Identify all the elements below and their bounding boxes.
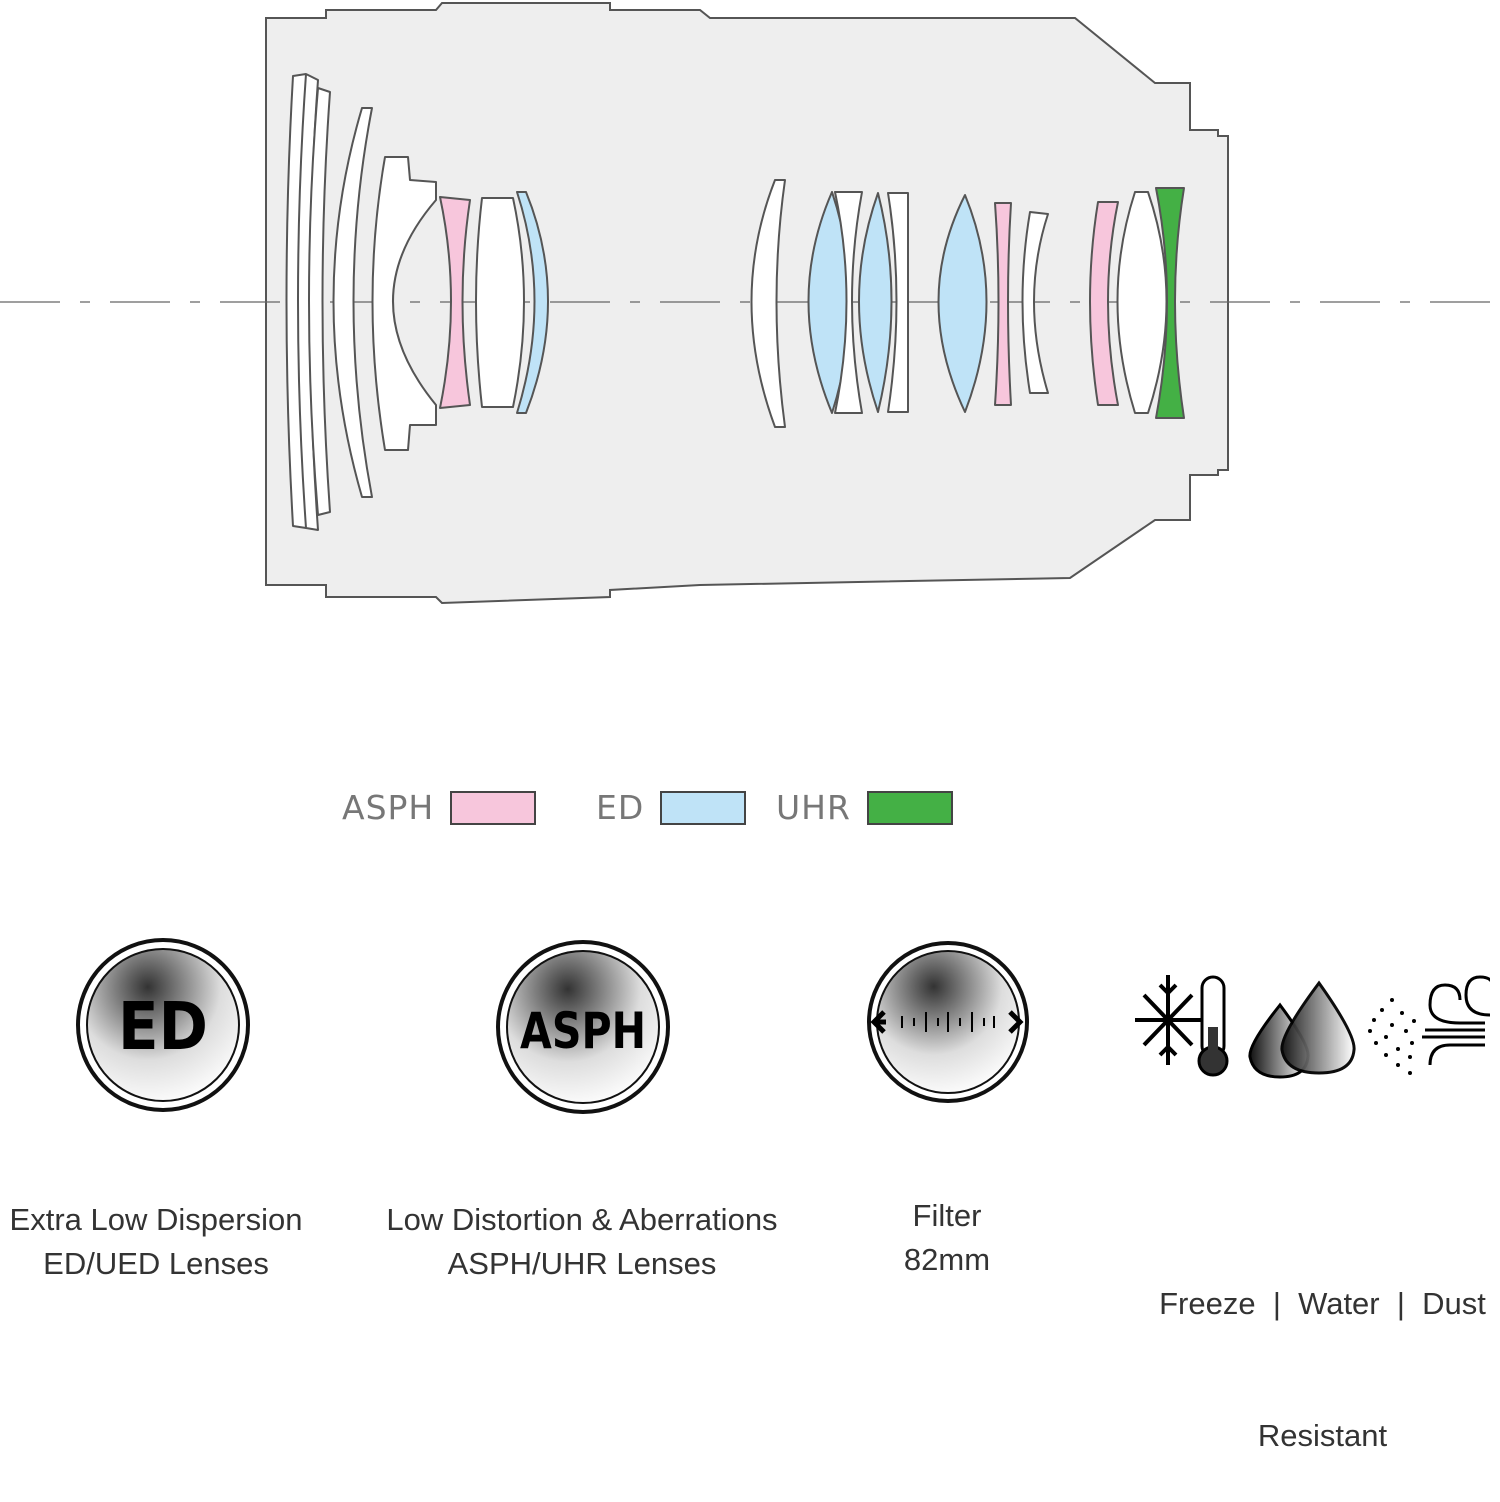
lens-element-7 bbox=[834, 191, 863, 414]
lens-element-4 bbox=[371, 156, 437, 451]
feature-line: Low Distortion & Aberrations bbox=[386, 1202, 778, 1237]
asph-badge-text: ASPH bbox=[520, 1002, 646, 1060]
feature-line: Resistant bbox=[1257, 1418, 1388, 1453]
dust-particles-icon bbox=[1368, 998, 1416, 1075]
weather-resistance-icons bbox=[1135, 975, 1490, 1079]
lens-element-ed-1 bbox=[516, 191, 549, 414]
lens-element-8 bbox=[887, 192, 909, 413]
feature-line: ASPH/UHR Lenses bbox=[447, 1246, 717, 1281]
feature-ed-lenses: Extra Low Dispersion ED/UED Lenses bbox=[0, 1198, 312, 1286]
legend-label: ED bbox=[596, 788, 645, 827]
lens-element-asph-2 bbox=[994, 202, 1012, 406]
legend-swatch-uhr bbox=[866, 790, 953, 825]
lens-element-ed-4 bbox=[937, 194, 988, 413]
lens-element-asph-3 bbox=[1089, 201, 1119, 406]
water-drop-icon bbox=[1280, 980, 1356, 1075]
lens-element-3 bbox=[332, 107, 373, 498]
feature-weather-resistant: Freeze | Water | Dust Resistant bbox=[1150, 1194, 1495, 1502]
legend-swatch-ed bbox=[660, 790, 747, 825]
feature-line: 82mm bbox=[903, 1242, 991, 1277]
lens-element-uhr bbox=[1155, 187, 1185, 419]
lens-element-9 bbox=[1021, 211, 1049, 394]
legend-swatch-asph bbox=[450, 790, 537, 825]
wind-icon bbox=[1422, 975, 1490, 1066]
legend-asph: ASPH bbox=[342, 788, 537, 827]
lens-element-10 bbox=[1116, 191, 1168, 414]
lens-element-2 bbox=[308, 87, 331, 516]
feature-line: Extra Low Dispersion bbox=[9, 1202, 303, 1237]
lens-element-6 bbox=[750, 179, 786, 428]
feature-line: Filter bbox=[912, 1198, 982, 1233]
feature-line: Freeze | Water | Dust bbox=[1159, 1286, 1486, 1321]
legend-uhr: UHR bbox=[776, 788, 953, 827]
filter-size-icon bbox=[867, 941, 1029, 1103]
lens-barrel bbox=[265, 2, 1229, 605]
ed-lens-icon: ED bbox=[76, 938, 250, 1112]
feature-asph-lenses: Low Distortion & Aberrations ASPH/UHR Le… bbox=[362, 1198, 802, 1286]
thermometer-icon bbox=[1197, 975, 1229, 1077]
legend-ed: ED bbox=[596, 788, 747, 827]
legend-label: UHR bbox=[776, 788, 851, 827]
feature-filter: Filter 82mm bbox=[847, 1194, 1047, 1282]
lens-cross-section-diagram bbox=[0, 2, 1500, 605]
asph-lens-icon: ASPH bbox=[496, 940, 670, 1114]
lens-element-asph-1 bbox=[439, 196, 471, 409]
ed-badge-text: ED bbox=[118, 988, 208, 1065]
legend-label: ASPH bbox=[342, 788, 435, 827]
snowflake-icon bbox=[1135, 975, 1202, 1065]
feature-line: ED/UED Lenses bbox=[43, 1246, 269, 1281]
lens-element-5 bbox=[475, 197, 525, 408]
lens-element-ed-3 bbox=[858, 192, 893, 413]
